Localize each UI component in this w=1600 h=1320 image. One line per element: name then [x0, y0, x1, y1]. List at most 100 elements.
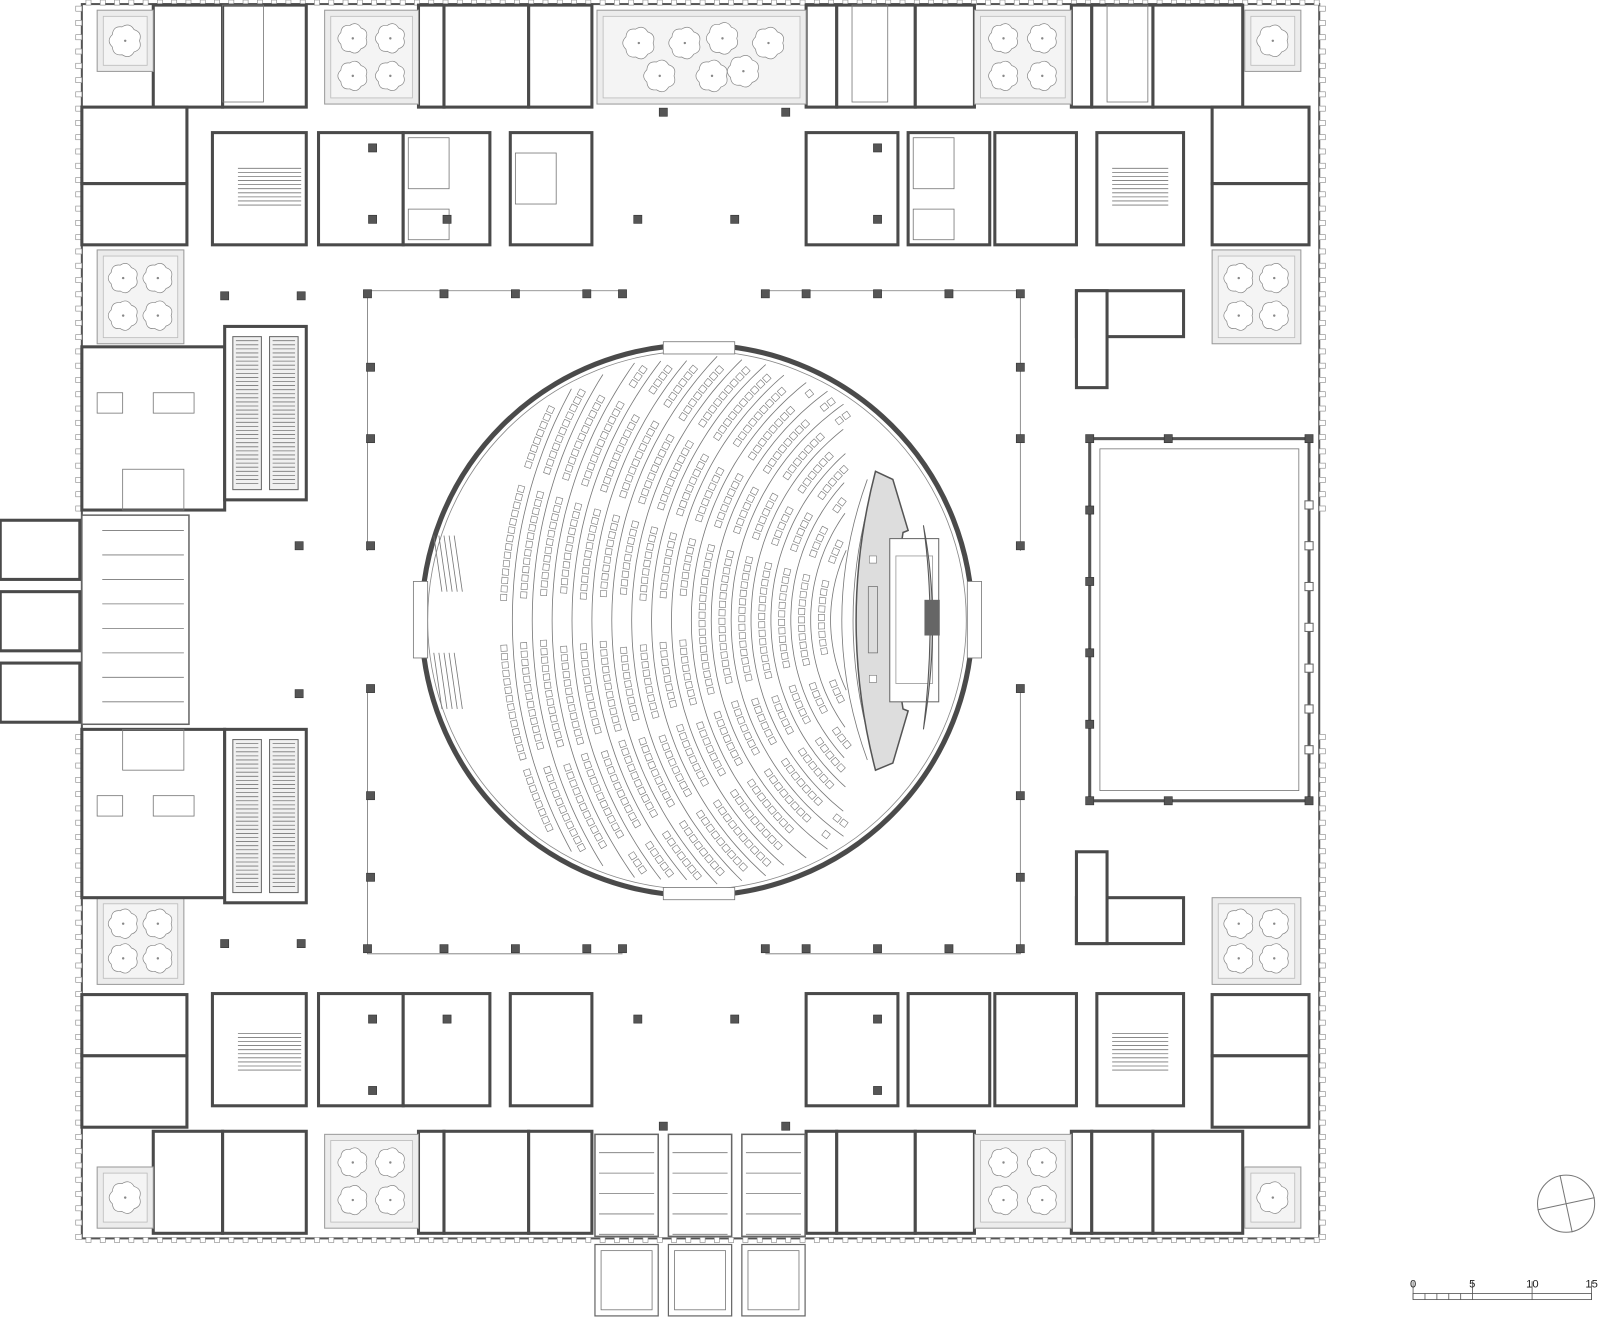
seat [829, 679, 838, 689]
seat [705, 552, 714, 561]
seat [579, 592, 587, 600]
seat [735, 517, 745, 527]
column [801, 289, 811, 299]
seat [744, 391, 754, 402]
entrance-doorway [667, 1133, 733, 1238]
column [439, 289, 449, 299]
seat [750, 815, 760, 826]
seat [746, 778, 757, 788]
seat [834, 539, 844, 549]
seat [798, 599, 806, 607]
seat [540, 639, 548, 647]
seat [724, 558, 733, 567]
seat [575, 794, 585, 804]
seat [525, 692, 534, 701]
seat [679, 639, 687, 647]
room [913, 1129, 976, 1235]
seat [629, 704, 638, 713]
seat [580, 583, 588, 592]
seat [562, 561, 571, 569]
facade-fin [1318, 1219, 1326, 1226]
seat [800, 582, 809, 591]
seat [738, 623, 746, 631]
seat [836, 763, 846, 773]
seat [643, 559, 651, 568]
seat [615, 444, 625, 454]
seat [672, 462, 682, 472]
facade-fin [1318, 1019, 1326, 1026]
seat [738, 832, 748, 843]
seat [707, 482, 717, 492]
seat [739, 509, 748, 519]
seat [695, 770, 705, 780]
facade-fin [1318, 77, 1326, 83]
facade-fin [1318, 1048, 1326, 1055]
seat [681, 857, 692, 868]
seat [544, 823, 554, 833]
seat [764, 671, 773, 680]
seat [624, 473, 634, 483]
facade-fin [342, 1237, 349, 1243]
stair-tread [438, 652, 448, 710]
seat [547, 529, 556, 538]
seat [528, 523, 537, 532]
seat [801, 784, 812, 794]
facade-fin [714, 0, 720, 6]
tree-trunk [121, 314, 125, 317]
seat [511, 727, 521, 736]
seat [751, 697, 760, 707]
tree-trunk [1041, 1198, 1044, 1202]
scale-label-15: 15 [1585, 1278, 1597, 1290]
seat [682, 788, 693, 798]
seat [798, 624, 806, 632]
seat [692, 870, 702, 881]
facade-fin [813, 1237, 820, 1243]
column [1085, 577, 1095, 586]
seat [800, 419, 811, 429]
facade-fin [1318, 405, 1326, 412]
seat [834, 415, 845, 426]
seat [735, 372, 745, 382]
seat-row-line [631, 359, 743, 882]
seat [682, 664, 690, 673]
seat [566, 695, 575, 704]
seat [681, 739, 691, 749]
seat [662, 830, 672, 840]
seat [529, 515, 538, 524]
seat [742, 665, 751, 674]
column [294, 541, 304, 551]
seat [606, 765, 616, 775]
facade-fin [1318, 1205, 1326, 1212]
seat [543, 765, 552, 775]
seat [623, 804, 633, 814]
seat [611, 408, 621, 418]
seat [778, 635, 787, 643]
seat [686, 689, 695, 698]
escalator [232, 739, 262, 894]
seat [818, 630, 826, 639]
seat [649, 526, 659, 535]
facade-fin [1171, 1237, 1177, 1243]
seat [683, 672, 692, 681]
seat [837, 497, 847, 507]
seat [567, 703, 576, 712]
seat [702, 736, 712, 746]
facade-fin [728, 1237, 734, 1243]
seat [599, 590, 608, 598]
facade-fin [799, 1237, 806, 1243]
auditorium-door [662, 887, 736, 901]
facade-fin [1318, 805, 1326, 812]
facade-fin [1071, 1237, 1077, 1243]
seat [563, 763, 572, 772]
stair-tread [453, 535, 463, 592]
facade-fin [528, 1237, 535, 1243]
seat [835, 694, 845, 704]
seat [659, 493, 669, 503]
seat [592, 446, 602, 456]
column [1015, 541, 1025, 551]
facade-fin [1318, 777, 1326, 783]
seat [586, 817, 596, 827]
facade-fin [1318, 362, 1326, 369]
seat [646, 472, 656, 481]
seat [613, 723, 622, 732]
